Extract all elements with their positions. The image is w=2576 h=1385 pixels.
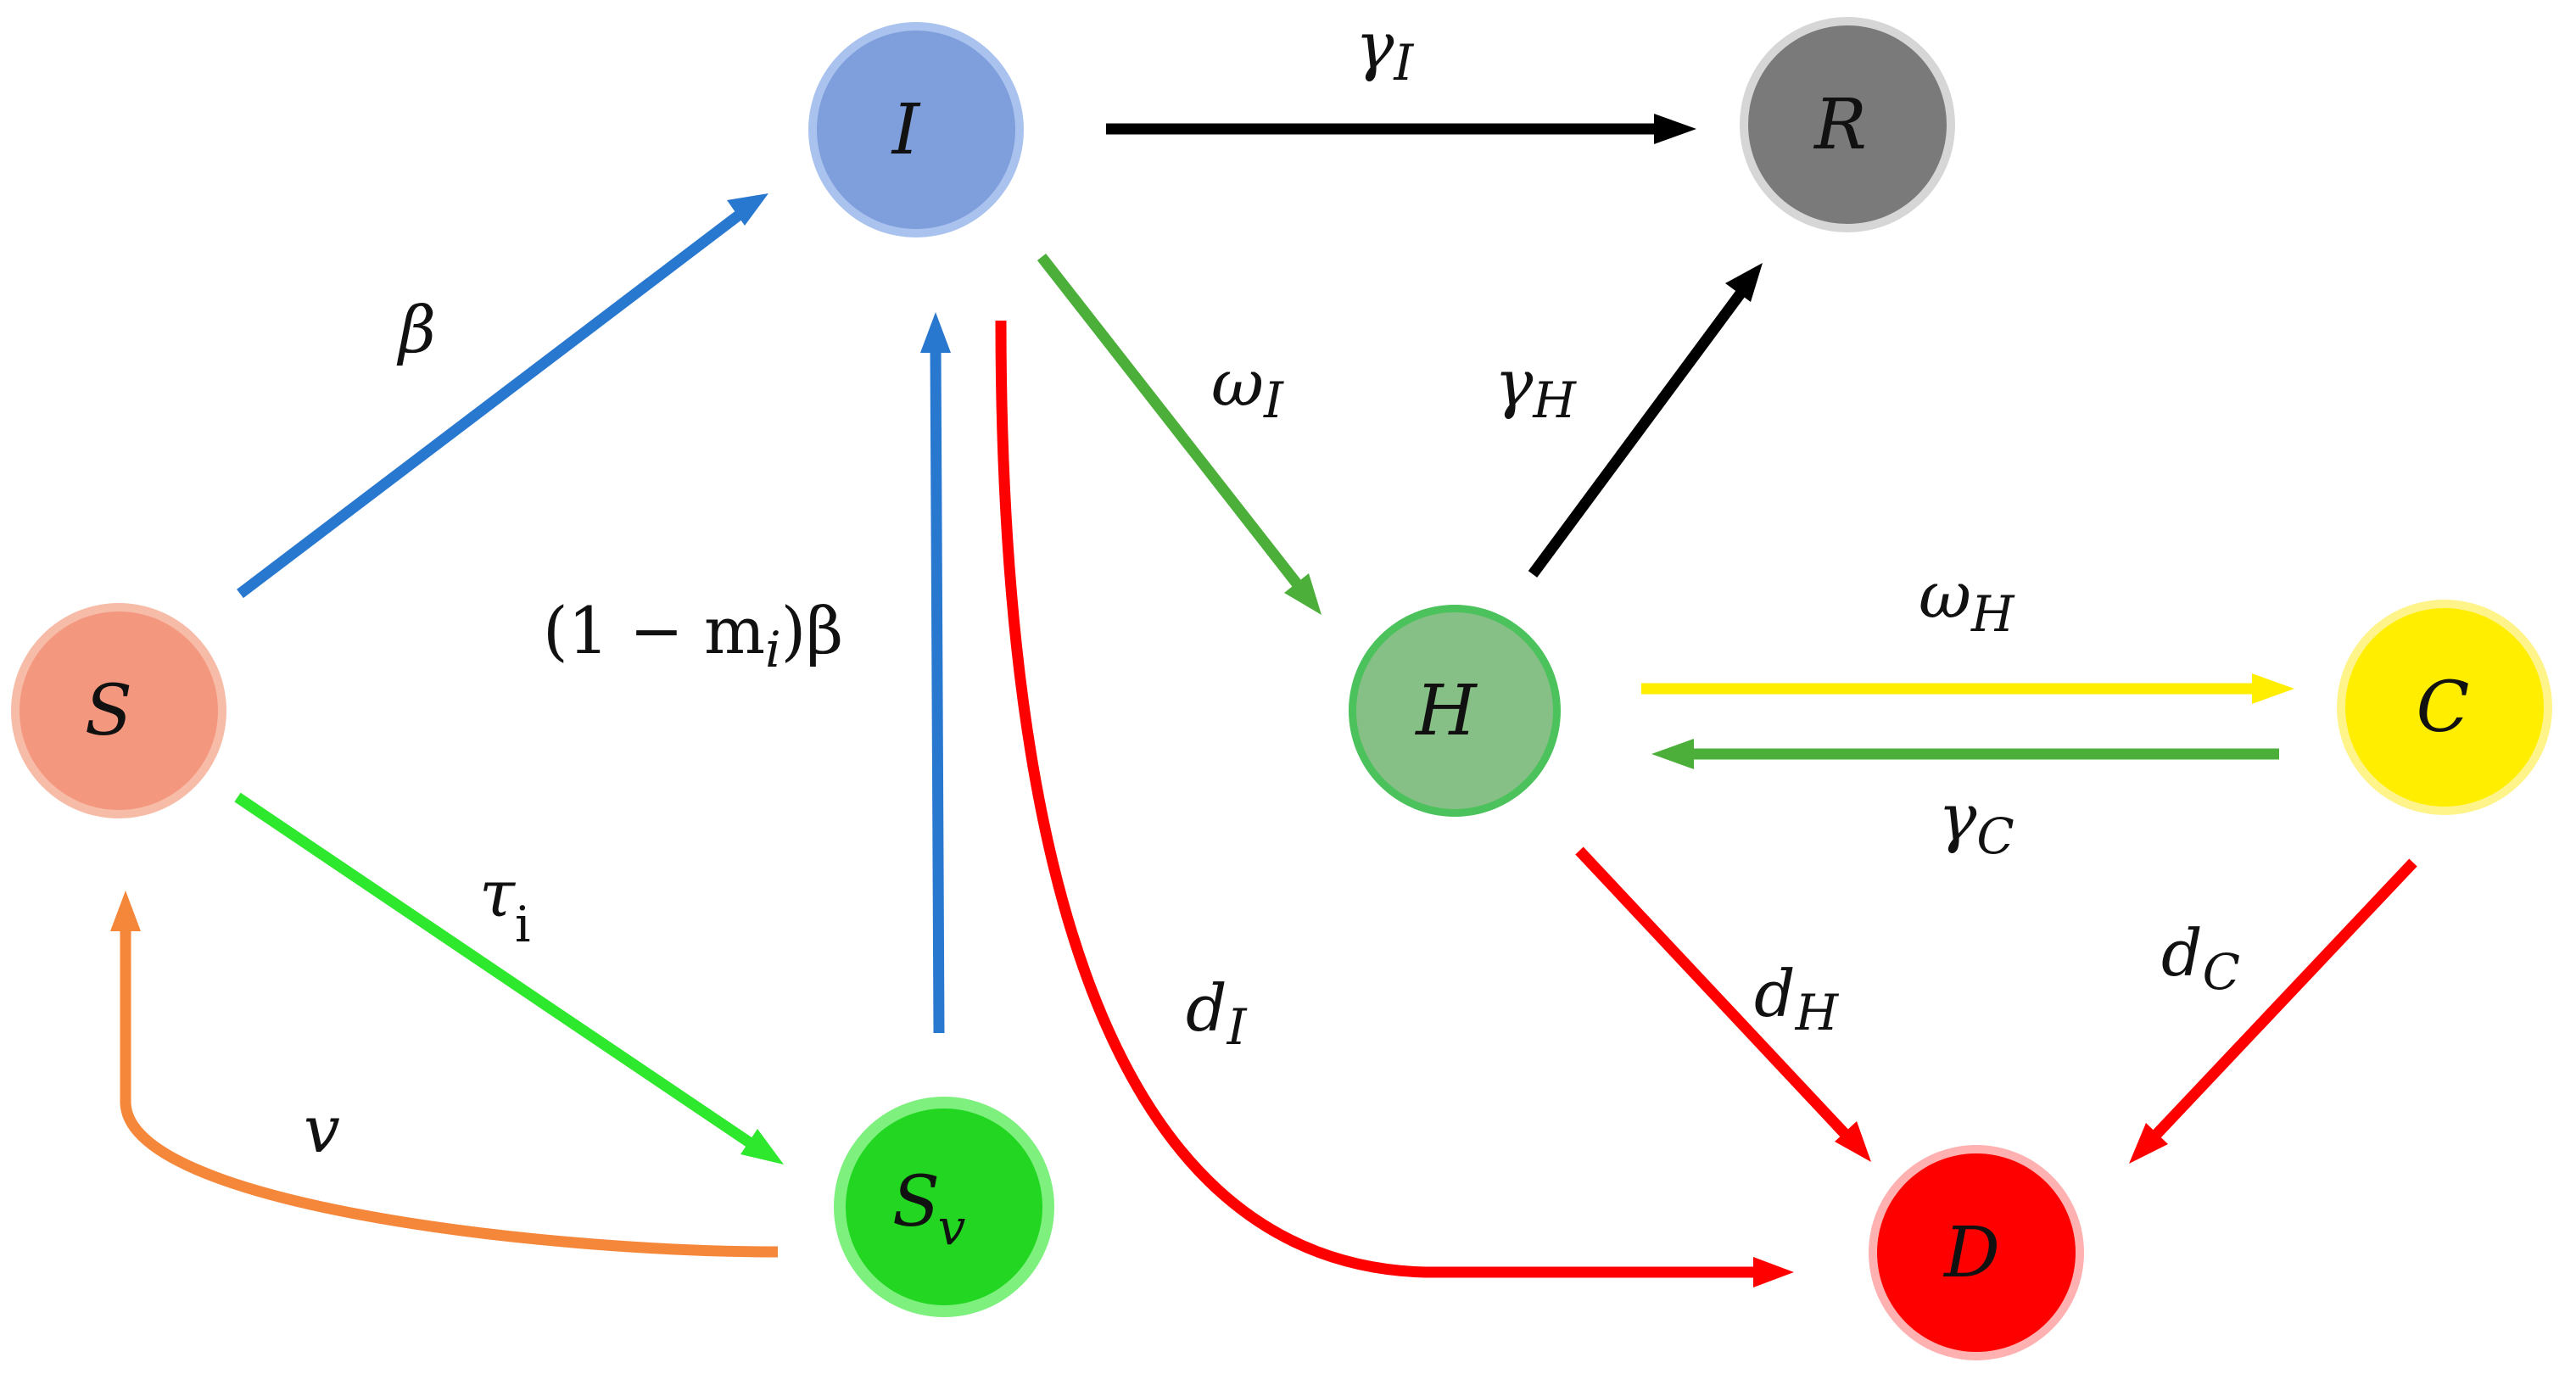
rate-gamma-h: γH [1495,345,1577,429]
edge-sv-to-i [920,312,951,1034]
node-c: C [2337,600,2552,815]
edge-s-to-i [237,193,768,599]
edge-h-to-d [1575,846,1871,1162]
rate-d-h: dH [1754,956,1840,1042]
rate-d-c: dC [2161,915,2240,1001]
node-d-label: D [1942,1213,2000,1293]
node-sv: S v [834,1097,1054,1317]
edge-h-to-r [1528,263,1763,578]
rate-omega-i: ωI [1211,345,1284,429]
edge-c-to-d [2129,858,2417,1164]
node-c-label: C [2417,667,2470,748]
rate-vaccinated-infection: (1 − mi)β [543,593,843,679]
edge-h-to-c [1641,673,2294,704]
node-r-label: R [1813,85,1867,165]
edge-i-to-h [1037,253,1322,615]
node-sv-subscript: v [938,1198,966,1256]
edge-sv-to-s [110,891,779,1258]
rate-omega-h: ωH [1919,557,2015,643]
rate-tau: τi [479,856,531,953]
node-s: S [11,603,226,818]
edge-s-to-sv [234,792,784,1164]
node-s-label: S [85,671,132,751]
node-h: H [1349,605,1561,817]
node-r: R [1740,17,1955,232]
edge-i-to-r [1106,114,1696,144]
rate-nu: v [304,1092,340,1167]
node-h-label: H [1414,671,1478,751]
node-d: D [1869,1145,2084,1360]
rate-d-i: dI [1186,970,1248,1056]
rate-gamma-i: γI [1355,8,1414,92]
rate-gamma-c: γC [1938,779,2014,865]
edge-i-to-d [995,320,1794,1287]
node-i-label: I [891,90,921,170]
node-sv-label: S [892,1162,940,1243]
edge-c-to-h [1651,739,2279,769]
node-i: I [808,22,1024,237]
rate-beta: β [396,292,436,367]
